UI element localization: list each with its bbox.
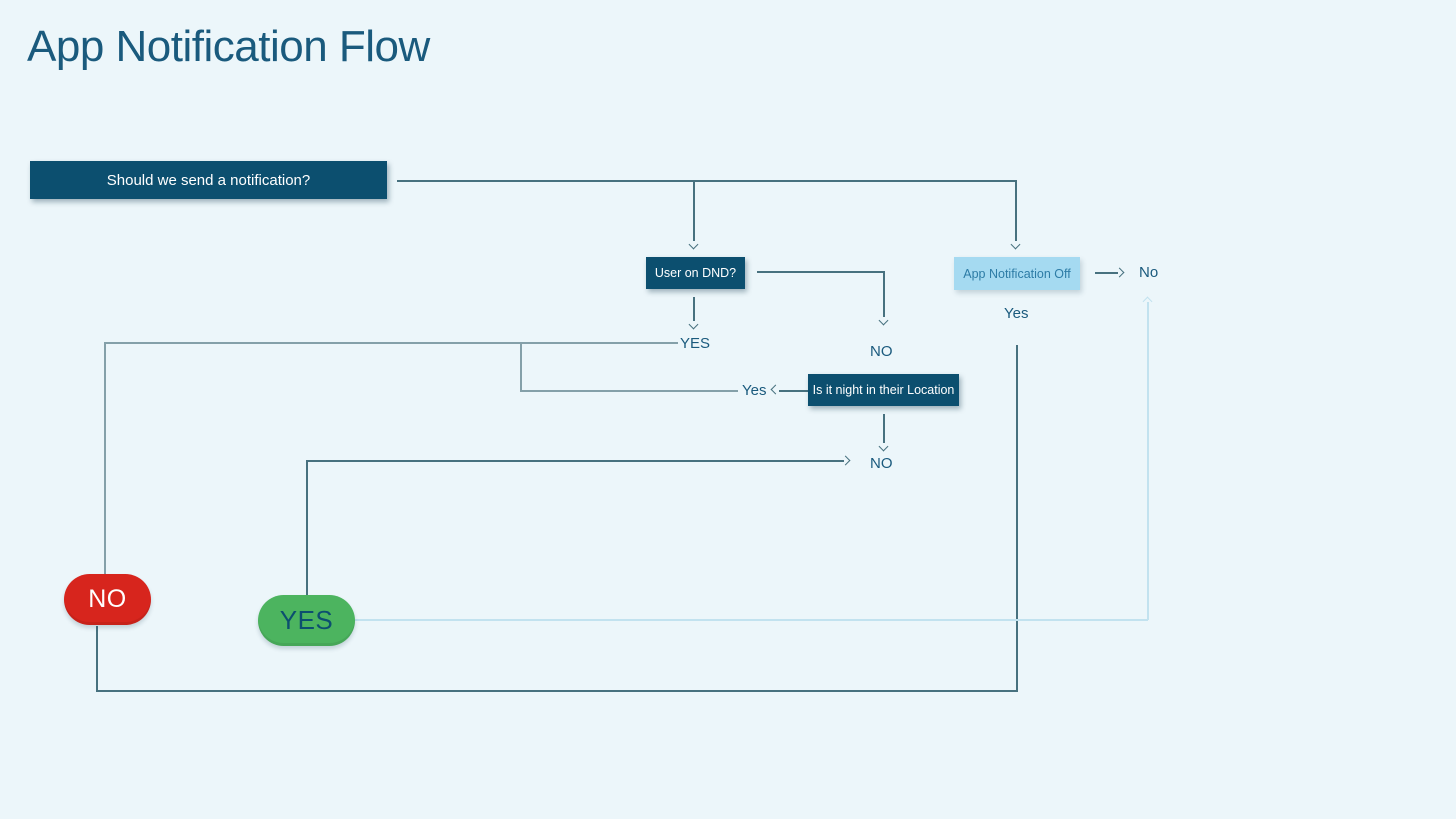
- page-title: App Notification Flow: [27, 22, 430, 71]
- connector-dnd-yes: [693, 297, 695, 321]
- arrow-down-icon: [1010, 239, 1021, 250]
- arrow-down-icon: [878, 441, 889, 452]
- arrow-down-icon: [688, 239, 699, 250]
- edge-label-dnd-no: NO: [870, 343, 893, 360]
- node-app-notification-off: App Notification Off: [954, 257, 1080, 290]
- edge-label-night-yes: Yes: [742, 382, 767, 399]
- node-should-we-send: Should we send a notification?: [30, 161, 387, 199]
- edge-label-appoff-no: No: [1139, 264, 1159, 281]
- arrow-up-icon: [1142, 296, 1153, 307]
- connector-nightyes-up: [520, 342, 522, 391]
- connector-yes-merge-v: [104, 342, 106, 574]
- edge-label-appoff-yes: Yes: [1004, 305, 1029, 322]
- edge-label-night-no: NO: [870, 455, 893, 472]
- arrow-down-icon: [878, 315, 889, 326]
- arrow-right-icon: [1114, 267, 1125, 278]
- connector-drop-to-dnd: [693, 180, 695, 241]
- connector-to-night-no-h: [306, 460, 844, 462]
- connector-down-to-yes-pill: [306, 460, 308, 595]
- node-user-on-dnd: User on DND?: [646, 257, 745, 289]
- terminal-yes-pill: YES: [258, 595, 355, 646]
- arrow-left-icon: [770, 384, 781, 395]
- connector-night-no: [883, 414, 885, 443]
- connector-drop-to-appoff: [1015, 180, 1017, 241]
- connector-appoff-yes-v: [1016, 345, 1018, 691]
- connector-dnd-no-v: [883, 271, 885, 317]
- node-is-it-night: Is it night in their Location: [808, 374, 959, 406]
- connector-feedback-v: [1147, 302, 1149, 620]
- connector-dnd-no-h: [757, 271, 884, 273]
- arrow-right-icon: [840, 455, 851, 466]
- connector-appoff-no: [1095, 272, 1118, 274]
- connector-start-rail: [397, 180, 1017, 182]
- connector-yes-merge-h: [104, 342, 678, 344]
- connector-up-to-no-pill: [96, 626, 98, 690]
- connector-nightyes-h: [520, 390, 738, 392]
- edge-label-dnd-yes: YES: [680, 335, 711, 352]
- connector-night-yes: [779, 390, 808, 392]
- terminal-no-pill: NO: [64, 574, 151, 625]
- connector-bottom-rail: [96, 690, 1018, 692]
- arrow-down-icon: [688, 319, 699, 330]
- connector-feedback-h: [355, 619, 1148, 621]
